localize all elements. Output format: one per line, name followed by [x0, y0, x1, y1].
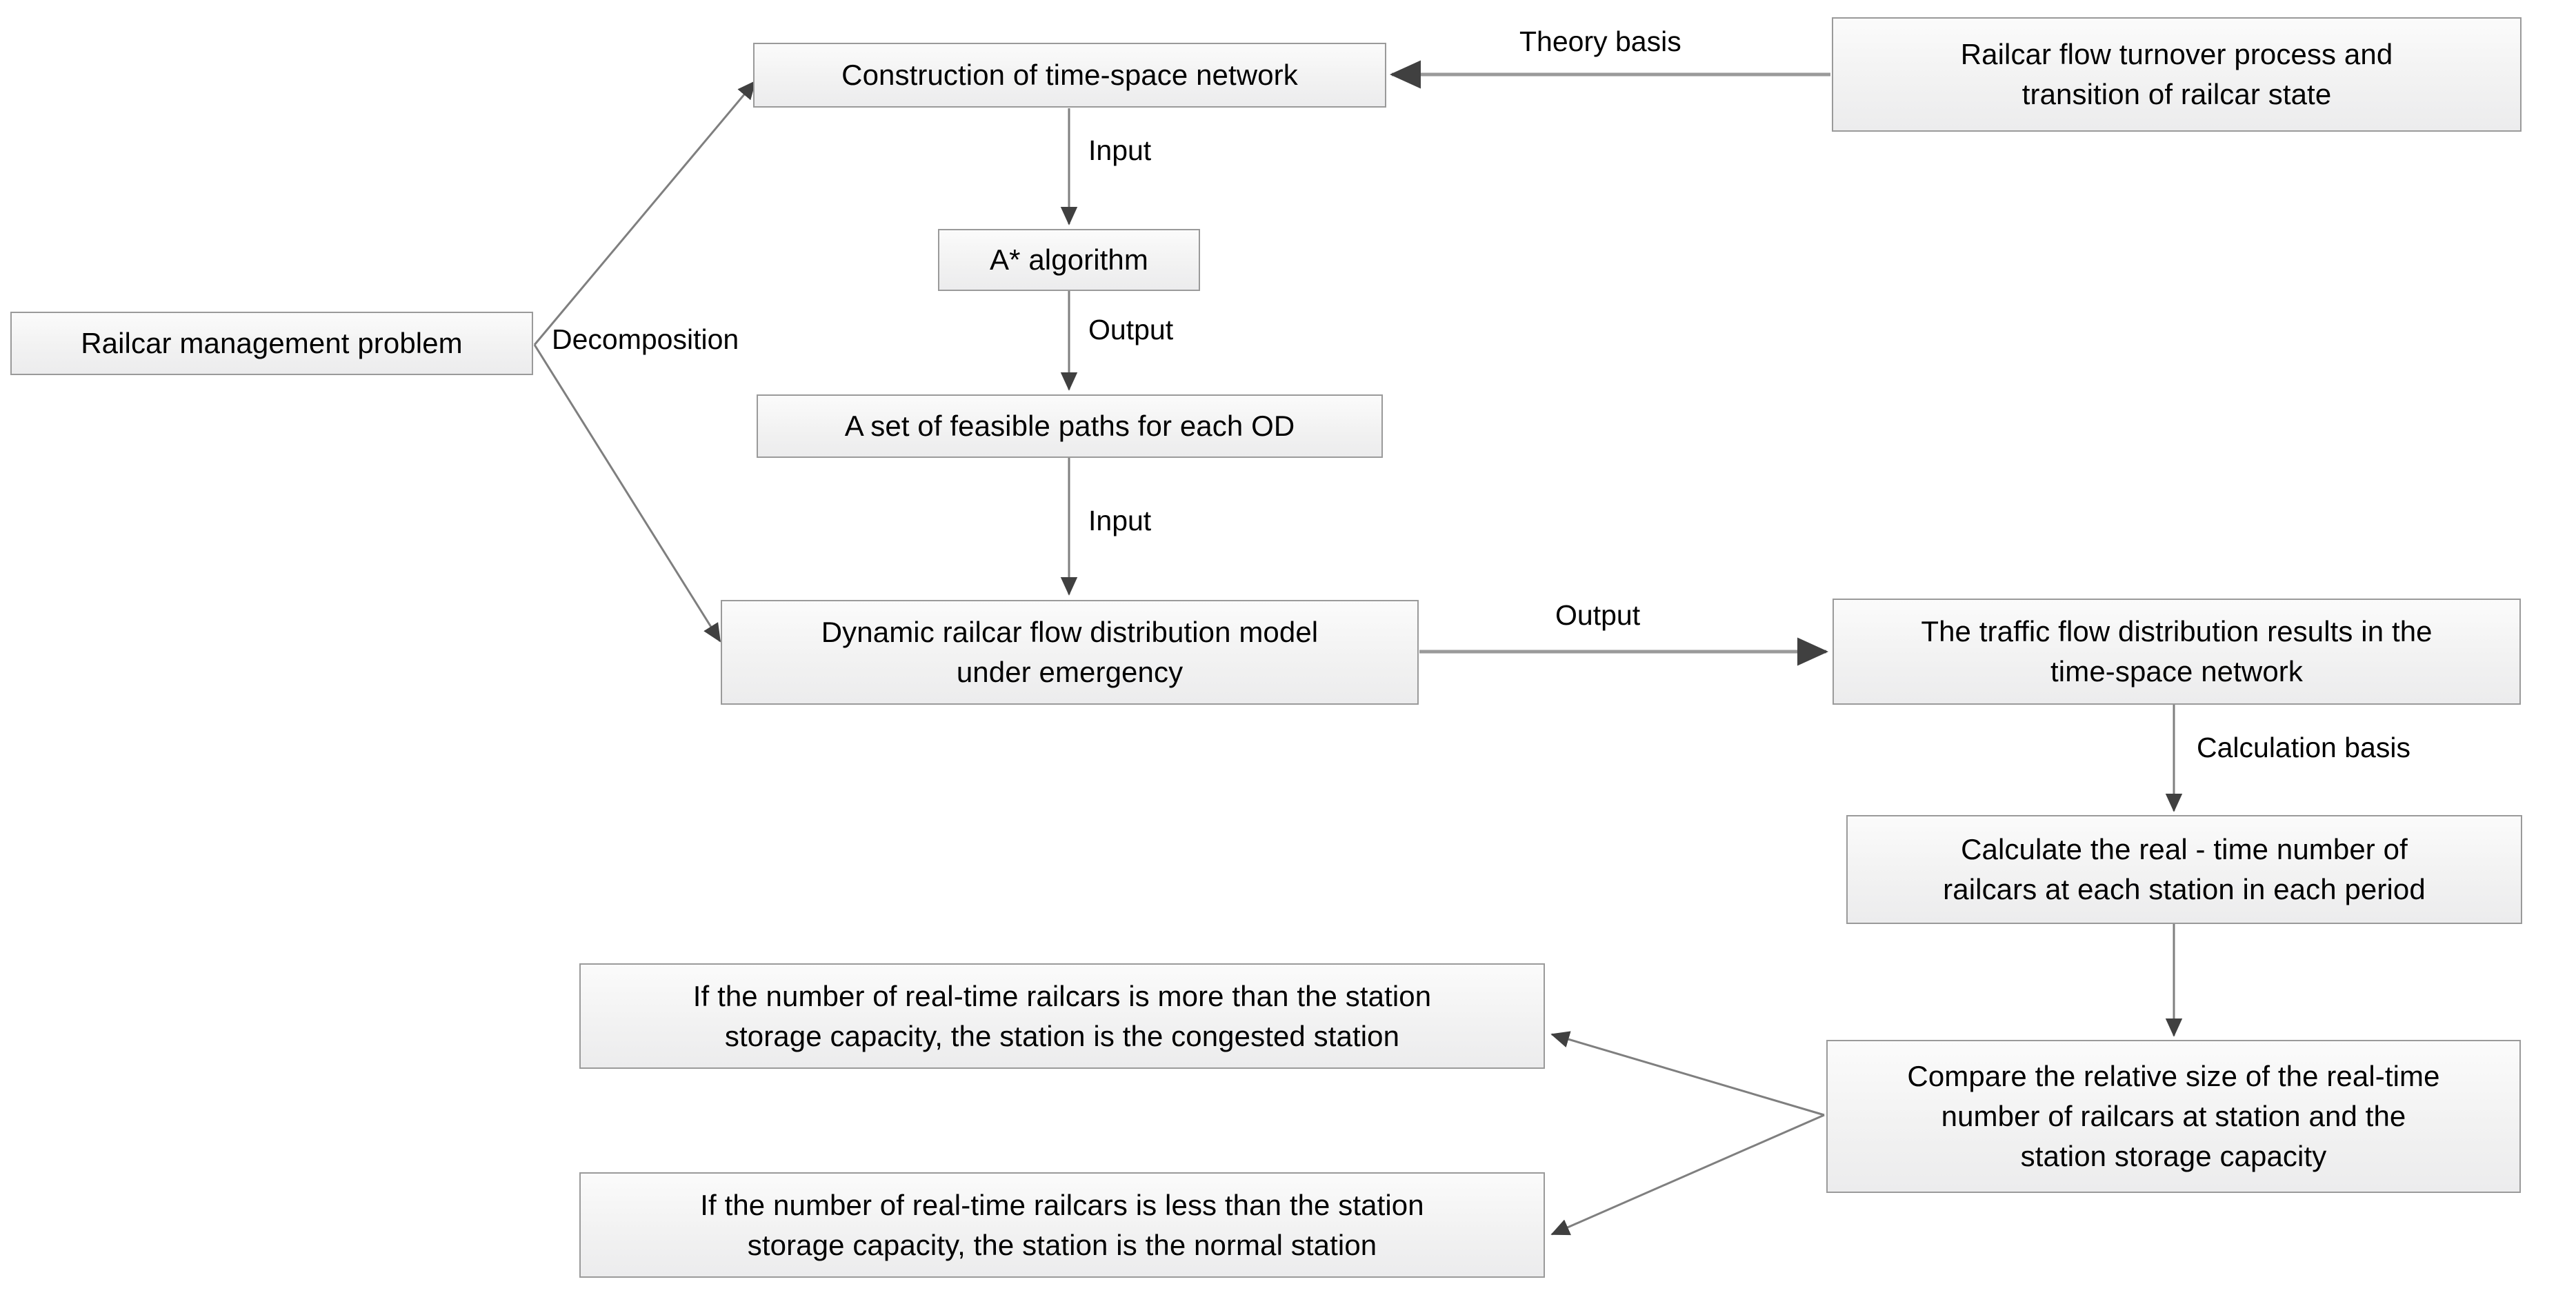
- node-label: If the number of real-time railcars is l…: [593, 1185, 1531, 1265]
- node-line-2: transition of railcar state: [2021, 78, 2332, 110]
- node-feasible-paths[interactable]: A set of feasible paths for each OD: [757, 394, 1383, 458]
- node-a-star-algorithm[interactable]: A* algorithm: [938, 229, 1200, 291]
- edge-compare-to-congested: [1550, 1031, 1825, 1116]
- node-label: A* algorithm: [990, 243, 1148, 277]
- edge-label-input-2: Input: [1088, 505, 1152, 536]
- node-line-1: Dynamic railcar flow distribution model: [821, 616, 1319, 649]
- edge-label-input-1: Input: [1088, 134, 1152, 166]
- node-line-2: railcars at each station in each period: [1943, 873, 2426, 905]
- node-label: Railcar flow turnover process and transi…: [1846, 34, 2508, 114]
- node-line-2: time-space network: [2050, 655, 2303, 687]
- edge-label-theory-basis: Theory basis: [1519, 26, 1681, 57]
- edge-label-calculation-basis: Calculation basis: [2197, 732, 2410, 763]
- node-line-3: station storage capacity: [2020, 1139, 2327, 1172]
- node-dynamic-model[interactable]: Dynamic railcar flow distribution model …: [721, 600, 1419, 705]
- node-label: Railcar management problem: [81, 327, 463, 360]
- node-label: Compare the relative size of the real-ti…: [1840, 1056, 2507, 1176]
- edge-problem-to-dynamic: [533, 344, 721, 643]
- edge-label-output-1: Output: [1088, 314, 1174, 345]
- node-label: Dynamic railcar flow distribution model …: [735, 612, 1405, 692]
- node-traffic-flow-results[interactable]: The traffic flow distribution results in…: [1833, 599, 2521, 705]
- node-label: Calculate the real - time number of rail…: [1860, 830, 2508, 910]
- node-line-1: The traffic flow distribution results in…: [1921, 615, 2433, 648]
- node-railcar-management-problem[interactable]: Railcar management problem: [10, 312, 533, 375]
- node-congested-station[interactable]: If the number of real-time railcars is m…: [579, 963, 1545, 1069]
- node-line-2: storage capacity, the station is the nor…: [747, 1228, 1377, 1261]
- node-line-1: Railcar flow turnover process and: [1960, 38, 2393, 71]
- node-label: Construction of time-space network: [841, 59, 1298, 92]
- node-line-1: Calculate the real - time number of: [1961, 833, 2408, 866]
- node-normal-station[interactable]: If the number of real-time railcars is l…: [579, 1172, 1545, 1278]
- node-label: A set of feasible paths for each OD: [844, 410, 1295, 443]
- edge-compare-to-normal: [1550, 1114, 1825, 1236]
- node-railcar-flow-turnover[interactable]: Railcar flow turnover process and transi…: [1832, 17, 2522, 132]
- node-line-2: storage capacity, the station is the con…: [724, 1019, 1400, 1052]
- edge-problem-to-construction: [533, 80, 757, 345]
- node-line-2: number of railcars at station and the: [1941, 1100, 2406, 1133]
- node-label: If the number of real-time railcars is m…: [593, 976, 1531, 1056]
- node-construction-time-space-network[interactable]: Construction of time-space network: [753, 43, 1386, 108]
- node-line-2: under emergency: [956, 656, 1184, 688]
- node-line-1: Compare the relative size of the real-ti…: [1907, 1060, 2440, 1093]
- edge-label-output-2: Output: [1555, 599, 1641, 631]
- node-line-1: If the number of real-time railcars is l…: [700, 1188, 1424, 1221]
- node-calculate-realtime[interactable]: Calculate the real - time number of rail…: [1846, 815, 2522, 924]
- node-compare-relative-size[interactable]: Compare the relative size of the real-ti…: [1826, 1040, 2521, 1193]
- node-line-1: If the number of real-time railcars is m…: [692, 979, 1432, 1012]
- node-label: The traffic flow distribution results in…: [1846, 612, 2507, 692]
- edge-label-decomposition: Decomposition: [552, 323, 739, 355]
